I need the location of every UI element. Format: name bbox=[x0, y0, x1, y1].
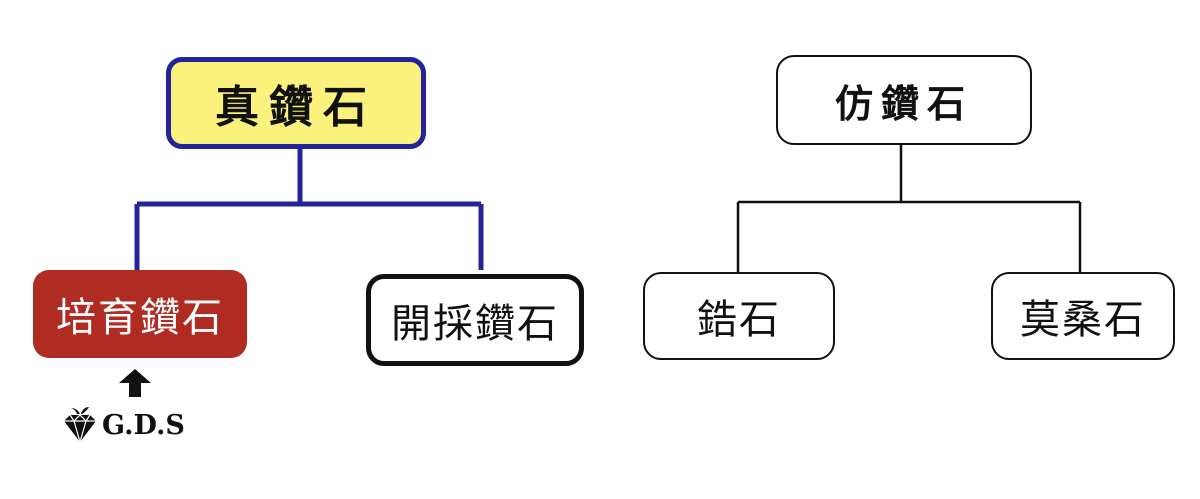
moissanite-label: 莫桑石 bbox=[1020, 297, 1146, 343]
lab-grown-diamond-label: 培育鑽石 bbox=[56, 295, 224, 341]
real-diamond-label: 真鑽石 bbox=[215, 82, 377, 133]
moissanite-node: 莫桑石 bbox=[991, 272, 1175, 360]
imitation-connectors bbox=[736, 145, 1082, 272]
gds-logo: G.D.S bbox=[60, 403, 210, 447]
real-diamond-node: 真鑽石 bbox=[166, 57, 426, 149]
gds-logo-text: G.D.S bbox=[102, 409, 185, 441]
lab-grown-diamond-node: 培育鑽石 bbox=[33, 270, 247, 358]
imitation-diamond-node: 仿鑽石 bbox=[776, 55, 1032, 145]
imitation-diamond-label: 仿鑽石 bbox=[834, 81, 973, 126]
arrow-up-icon bbox=[119, 369, 151, 397]
mined-diamond-label: 開採鑽石 bbox=[391, 301, 559, 347]
zirconia-label: 鋯石 bbox=[697, 297, 781, 343]
mined-diamond-node: 開採鑽石 bbox=[366, 274, 584, 366]
zirconia-node: 鋯石 bbox=[643, 272, 835, 360]
real-diamond-connectors bbox=[134, 149, 484, 270]
diamond-apple-icon bbox=[64, 407, 96, 445]
